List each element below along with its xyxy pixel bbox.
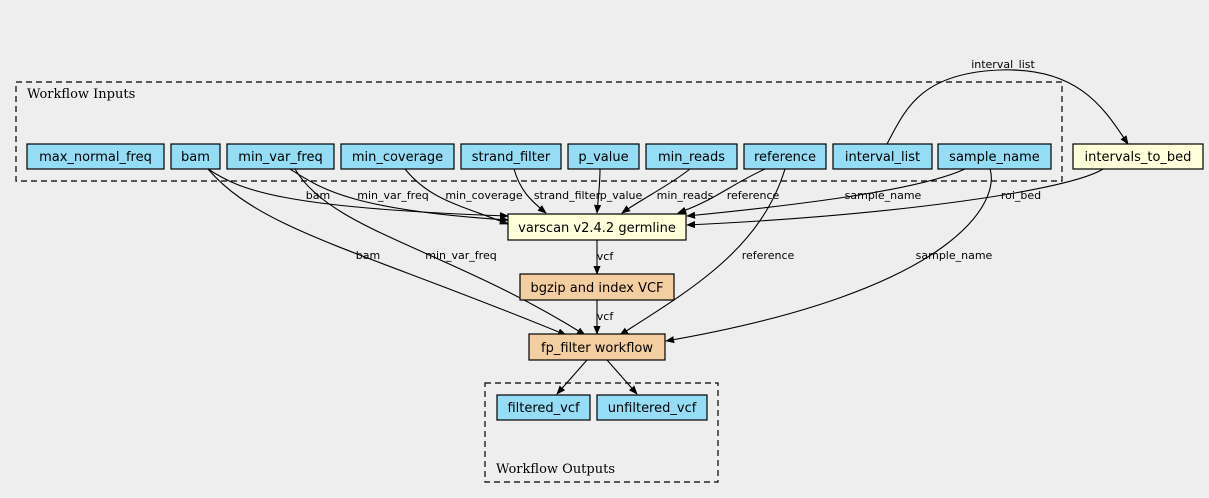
node-unfiltered-vcf[interactable]: unfiltered_vcf [596,394,708,421]
node-fp-filter[interactable]: fp_filter workflow [528,333,666,361]
edge-label-min-var-freq-fp-filter: min_var_freq [425,249,496,262]
workflow-outputs-label: Workflow Outputs [496,462,615,477]
node-min-coverage[interactable]: min_coverage [340,143,455,170]
edge-label-min-coverage-varscan: min_coverage [445,189,523,202]
edge-label-sample-name-fp-filter: sample_name [916,249,993,262]
node-min-reads[interactable]: min_reads [645,143,738,170]
edge-label-bam-fp-filter: bam [356,249,380,262]
node-varscan[interactable]: varscan v2.4.2 germline [507,213,687,241]
node-min-var-freq-label: min_var_freq [238,150,322,165]
node-intervals-to-bed-label: intervals_to_bed [1085,150,1192,165]
node-reference[interactable]: reference [743,143,827,170]
node-interval-list-label: interval_list [845,150,920,165]
edges: interval_list bam min_var_freq min_cover… [207,58,1129,395]
edge-min-coverage-varscan [404,168,509,225]
node-sample-name-label: sample_name [949,150,1040,165]
node-filtered-vcf[interactable]: filtered_vcf [496,394,591,421]
node-min-var-freq[interactable]: min_var_freq [226,143,335,170]
edge-label-sample-name-varscan: sample_name [845,189,922,202]
workflow-inputs-label: Workflow Inputs [27,87,135,102]
node-interval-list[interactable]: interval_list [832,143,933,170]
edge-bam-fp-filter [207,168,567,336]
node-filtered-vcf-label: filtered_vcf [507,401,580,416]
node-bam-label: bam [181,150,210,165]
edge-label-varscan-bgzip: vcf [597,250,615,263]
edge-label-roi-bed-varscan: roi_bed [1001,189,1041,202]
edge-reference-fp-filter [619,168,786,336]
edge-roi-bed-varscan [686,168,1104,229]
edge-label-bgzip-fp-filter: vcf [597,310,615,323]
edge-label-p-value-varscan: p_value [600,189,643,202]
edge-fp-filter-unfiltered-vcf [606,359,638,395]
node-varscan-label: varscan v2.4.2 germline [518,221,676,236]
edge-label-reference-fp-filter: reference [742,249,795,262]
node-min-reads-label: min_reads [658,150,725,165]
edge-p-value-varscan [594,168,602,214]
edge-reference-varscan [677,168,766,214]
node-p-value[interactable]: p_value [567,143,640,170]
node-sample-name[interactable]: sample_name [937,143,1052,170]
node-max-normal-freq-label: max_normal_freq [39,150,152,165]
edge-label-reference-varscan: reference [727,189,780,202]
edge-sample-name-fp-filter [665,168,992,344]
node-bgzip[interactable]: bgzip and index VCF [519,273,675,301]
node-max-normal-freq[interactable]: max_normal_freq [26,143,165,170]
edge-fp-filter-filtered-vcf [556,359,588,395]
workflow-inputs-cluster: Workflow Inputs [15,81,1063,182]
edge-label-interval-list: interval_list [971,58,1035,71]
edge-min-var-freq-fp-filter [294,168,586,336]
edge-label-strand-filter-varscan: strand_filter [534,189,601,202]
node-unfiltered-vcf-label: unfiltered_vcf [608,401,697,416]
node-fp-filter-label: fp_filter workflow [541,341,653,356]
node-strand-filter[interactable]: strand_filter [460,143,562,170]
input-nodes: max_normal_freq bam min_var_freq min_cov… [26,143,1052,170]
edge-strand-filter-varscan [513,168,547,214]
node-bgzip-label: bgzip and index VCF [530,281,663,296]
edge-min-var-freq-varscan [289,168,509,224]
edge-sample-name-varscan [686,168,966,219]
node-p-value-label: p_value [578,150,628,165]
edge-min-reads-varscan [621,168,691,214]
edge-label-min-var-freq-varscan: min_var_freq [357,189,428,202]
node-intervals-to-bed[interactable]: intervals_to_bed [1072,143,1204,170]
workflow-outputs-cluster: Workflow Outputs [484,382,719,483]
edge-label-min-reads-varscan: min_reads [657,189,714,202]
node-strand-filter-label: strand_filter [472,150,551,165]
edge-interval-list [886,69,1129,145]
node-bam[interactable]: bam [170,143,221,170]
node-reference-label: reference [754,150,816,165]
node-min-coverage-label: min_coverage [352,150,443,165]
